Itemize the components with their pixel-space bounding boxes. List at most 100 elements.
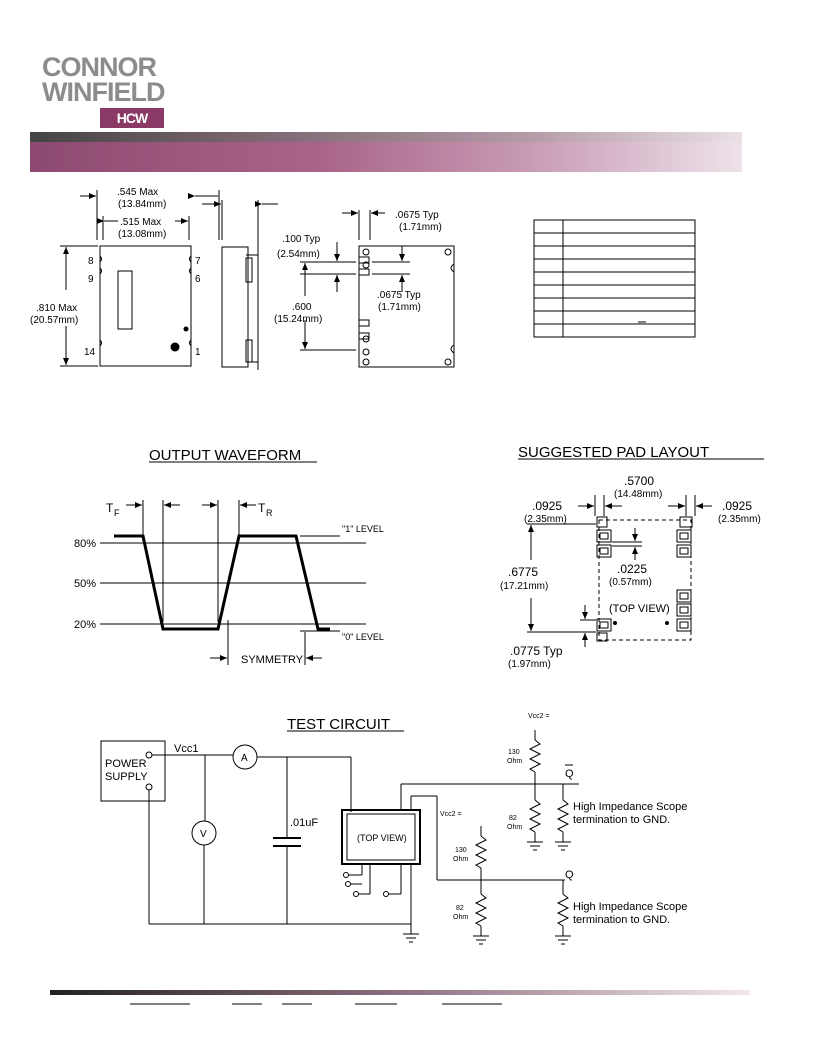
- dim-0675b-label: .0675 Typ: [377, 290, 421, 301]
- dim-600-mm: (15.24mm): [274, 314, 322, 325]
- header-band: [30, 142, 742, 172]
- power-supply-box: [100, 740, 166, 802]
- tr-label: T: [258, 501, 266, 515]
- pin-1-label: 1: [195, 347, 201, 358]
- pad-0925-right-mm: (2.35mm): [718, 514, 761, 525]
- pad-0775-label: .0775 Typ: [510, 644, 563, 658]
- pad-0225-label: .0225: [617, 562, 647, 576]
- logo-line2: WINFIELD: [42, 77, 165, 107]
- pin-8-label: 8: [88, 256, 94, 267]
- dim-515-mm: (13.08mm): [118, 229, 166, 240]
- scope1-line2: termination to GND.: [573, 814, 670, 826]
- pad-0775-mm: (1.97mm): [508, 659, 551, 670]
- resistor-82-top: [528, 799, 542, 833]
- dim-515-label: .515 Max: [120, 217, 161, 228]
- p50-label: 50%: [74, 578, 96, 590]
- waveform-title: OUTPUT WAVEFORM: [149, 447, 301, 464]
- package-labels: .545 Max (13.84mm) .515 Max (13.08mm) .8…: [30, 187, 442, 358]
- capacitor-label: .01uF: [290, 817, 318, 829]
- circuit-title: TEST CIRCUIT: [287, 716, 390, 733]
- pad-5700-label: .5700: [624, 474, 654, 488]
- dim-100-label: .100 Typ: [282, 234, 321, 245]
- vcc1-label: Vcc1: [174, 743, 198, 755]
- dim-0675a-label: .0675 Typ: [395, 210, 439, 221]
- level-1-label: "1" LEVEL: [342, 524, 384, 534]
- dim-0675b-mm: (1.71mm): [378, 302, 421, 313]
- ammeter-label: A: [241, 753, 248, 764]
- package-label-window: [117, 270, 133, 330]
- waveform-trace: [114, 534, 330, 631]
- tr-sub: R: [266, 508, 273, 518]
- r130-top-value: 130: [508, 749, 520, 756]
- resistor-130-top: [528, 739, 542, 773]
- pad-0225-mm: (0.57mm): [609, 577, 652, 588]
- scope-termination-mid: [556, 893, 570, 927]
- dim-810-mm: (20.57mm): [30, 315, 78, 326]
- footer-band: [50, 990, 750, 995]
- logo-line1: CONNOR: [42, 52, 157, 82]
- resistor-130-mid: [474, 835, 488, 869]
- pad-layout-drawing: [518, 458, 764, 647]
- spec-table: [533, 219, 696, 338]
- scope1-line1: High Impedance Scope: [573, 801, 687, 813]
- resistor-82-mid: [474, 893, 488, 927]
- pad-6775-mm: (17.21mm): [500, 581, 548, 592]
- pin-14-label: 14: [84, 347, 96, 358]
- scope-termination-top: [556, 799, 570, 833]
- dim-100-mm: (2.54mm): [277, 249, 320, 260]
- dut-top-view-label: (TOP VIEW): [357, 833, 407, 843]
- scope2-line1: High Impedance Scope: [573, 901, 687, 913]
- tf-label: T: [106, 501, 114, 515]
- pad-title: SUGGESTED PAD LAYOUT: [518, 444, 709, 461]
- symmetry-label: SYMMETRY: [241, 654, 304, 666]
- package-front-outline: [99, 245, 192, 367]
- voltmeter-label: V: [200, 829, 207, 840]
- pad-0925-left-label: .0925: [532, 499, 562, 513]
- scope2-line2: termination to GND.: [573, 914, 670, 926]
- p20-label: 20%: [74, 619, 96, 631]
- r82-top-unit: Ohm: [507, 824, 522, 831]
- pin1-dot: [170, 342, 180, 352]
- qbar-label: Q: [565, 768, 574, 780]
- dim-545-mm: (13.84mm): [118, 199, 166, 210]
- r82-mid-unit: Ohm: [453, 914, 468, 921]
- waveform-drawing: [100, 461, 366, 665]
- r130-mid-value: 130: [455, 847, 467, 854]
- pad-layout-labels: SUGGESTED PAD LAYOUT .5700 (14.48mm) .09…: [500, 444, 761, 670]
- r130-top-unit: Ohm: [507, 758, 522, 765]
- waveform-labels: OUTPUT WAVEFORM T F T R "1" LEVEL "0" LE…: [74, 447, 384, 666]
- dut-package: [341, 809, 421, 865]
- pad-0925-left-mm: (2.35mm): [524, 514, 567, 525]
- dim-810-label: .810 Max: [36, 303, 77, 314]
- package-side-outline: [221, 246, 249, 368]
- power-label-1: POWER: [105, 758, 147, 770]
- dim-545-label: .545 Max: [117, 187, 158, 198]
- pin-7-label: 7: [195, 256, 201, 267]
- dim-600-label: .600: [292, 302, 312, 313]
- vcc2-mid-label: Vcc2 =: [440, 811, 462, 818]
- pad-6775-label: .6775: [508, 565, 538, 579]
- r82-top-value: 82: [509, 815, 517, 822]
- pad-5700-mm: (14.48mm): [614, 489, 662, 500]
- test-circuit-labels: TEST CIRCUIT POWER SUPPLY Vcc1 A V .01uF…: [105, 713, 687, 926]
- r130-mid-unit: Ohm: [453, 856, 468, 863]
- tf-sub: F: [114, 508, 120, 518]
- package-drawing: [60, 190, 455, 370]
- package-bottom-outline: [358, 245, 455, 368]
- pad-0925-right-label: .0925: [722, 499, 752, 513]
- p80-label: 80%: [74, 538, 96, 550]
- dim-0675a-mm: (1.71mm): [399, 222, 442, 233]
- q-label: Q: [565, 869, 574, 881]
- level-0-label: "0" LEVEL: [342, 632, 384, 642]
- r82-mid-value: 82: [456, 905, 464, 912]
- pad-top-view-label: (TOP VIEW): [609, 603, 670, 615]
- vcc2-top-label: Vcc2 =: [528, 713, 550, 720]
- header-band-top: [30, 132, 742, 142]
- pin-9-label: 9: [88, 274, 94, 285]
- pin-6-label: 6: [195, 274, 201, 285]
- pad-pads: [596, 516, 693, 642]
- logo-mark: HCW: [100, 108, 164, 128]
- power-label-2: SUPPLY: [105, 771, 148, 783]
- test-circuit-drawing: [100, 730, 579, 945]
